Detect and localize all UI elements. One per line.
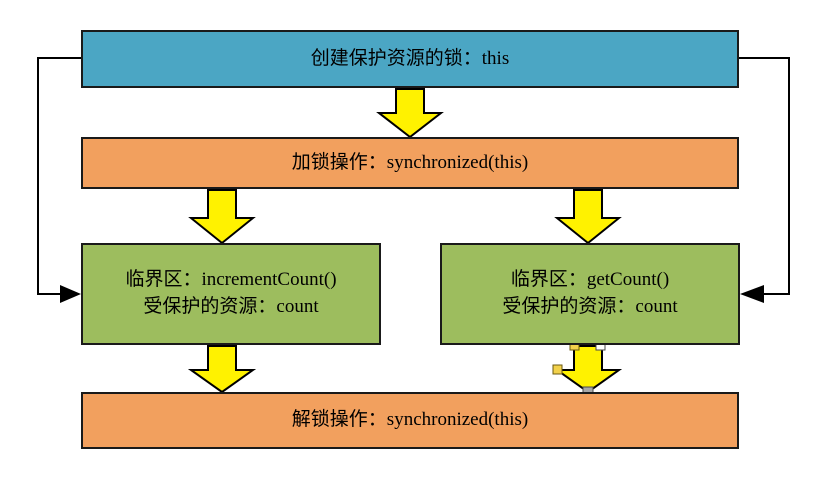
node-create-lock-line-1: 创建保护资源的锁：this	[310, 47, 510, 69]
node-critical-section-increment[interactable]: 临界区：incrementCount() 受保护的资源：count	[81, 243, 381, 345]
arrow-critical-left-to-unlock[interactable]	[187, 345, 257, 394]
node-unlock-operation[interactable]: 解锁操作：synchronized(this)	[81, 392, 739, 449]
arrow-create-to-lock[interactable]	[376, 88, 444, 139]
node-unlock-operation-line-1: 解锁操作：synchronized(this)	[291, 409, 529, 431]
node-critical-section-increment-line-1: 临界区：incrementCount()	[125, 269, 337, 291]
node-critical-section-getcount[interactable]: 临界区：getCount() 受保护的资源：count	[440, 243, 740, 345]
connector-left[interactable]	[37, 57, 81, 303]
arrow-critical-right-to-unlock[interactable]	[553, 345, 623, 394]
node-lock-operation-line-1: 加锁操作：synchronized(this)	[291, 151, 529, 173]
arrow-lock-to-critical-left[interactable]	[188, 189, 256, 245]
node-create-lock[interactable]: 创建保护资源的锁：this	[81, 30, 739, 88]
selection-handle-left	[552, 364, 563, 375]
selection-handles[interactable]	[552, 340, 606, 398]
node-critical-section-getcount-line-2: 受保护的资源：count	[502, 296, 678, 317]
arrow-lock-to-critical-right[interactable]	[554, 189, 622, 245]
node-critical-section-increment-line-2: 受保护的资源：count	[143, 296, 319, 317]
connector-right[interactable]	[739, 57, 790, 303]
node-critical-section-getcount-line-1: 临界区：getCount()	[510, 269, 670, 291]
node-lock-operation[interactable]: 加锁操作：synchronized(this)	[81, 137, 739, 189]
